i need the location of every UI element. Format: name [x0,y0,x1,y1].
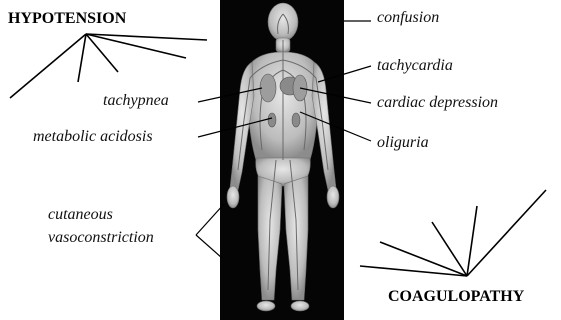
cutaneous-pointer-upper [196,204,224,235]
right-foot [291,301,309,311]
vasoconstriction-label: vasoconstriction [48,230,154,246]
right-kidney [292,113,300,127]
coagulopathy-heading: COAGULOPATHY [388,289,524,305]
tachypnea-label: tachypnea [103,93,169,109]
coagulopathy-fan-lines [360,190,546,276]
left-kidney [268,113,276,127]
cutaneous-pointer-lower [196,235,222,258]
left-hand [227,186,239,208]
cutaneous-label: cutaneous [48,207,113,223]
left-lung [260,74,276,102]
hypotension-heading: HYPOTENSION [8,11,126,27]
tachycardia-label: tachycardia [377,58,453,74]
left-foot [257,301,275,311]
confusion-label: confusion [377,10,439,26]
hypotension-fan-lines [10,34,207,98]
head [268,3,298,41]
right-hand [327,186,339,208]
oliguria-label: oliguria [377,135,429,151]
metabolic-acidosis-label: metabolic acidosis [33,129,153,145]
cardiac-depression-label: cardiac depression [377,95,498,111]
